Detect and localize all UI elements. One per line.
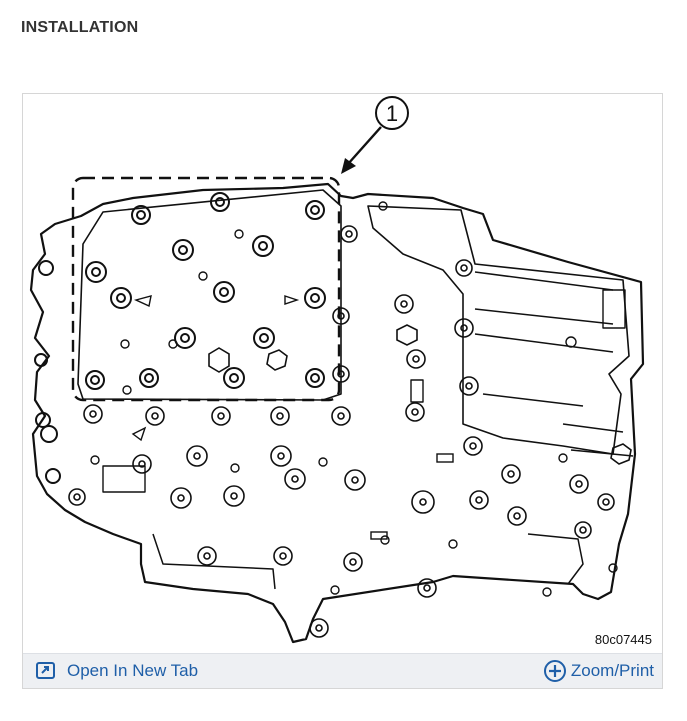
zoom-print-label: Zoom/Print — [570, 661, 654, 680]
zoom-print-button[interactable]: Zoom/Print — [543, 659, 654, 683]
open-in-new-tab-label: Open In New Tab — [67, 661, 199, 680]
callout-number: 1 — [386, 101, 398, 126]
open-in-new-tab-icon — [36, 662, 55, 679]
section-title: INSTALLATION — [21, 19, 139, 36]
circle-plus-icon — [543, 660, 566, 682]
open-in-new-tab-button[interactable]: Open In New Tab — [35, 661, 198, 681]
figure-card: 1 — [22, 93, 663, 689]
figure-toolbar: Open In New Tab Zoom/Print — [23, 653, 662, 688]
valve-body-illustration: 1 — [29, 96, 645, 644]
figure-id: 80c07445 — [594, 632, 652, 647]
